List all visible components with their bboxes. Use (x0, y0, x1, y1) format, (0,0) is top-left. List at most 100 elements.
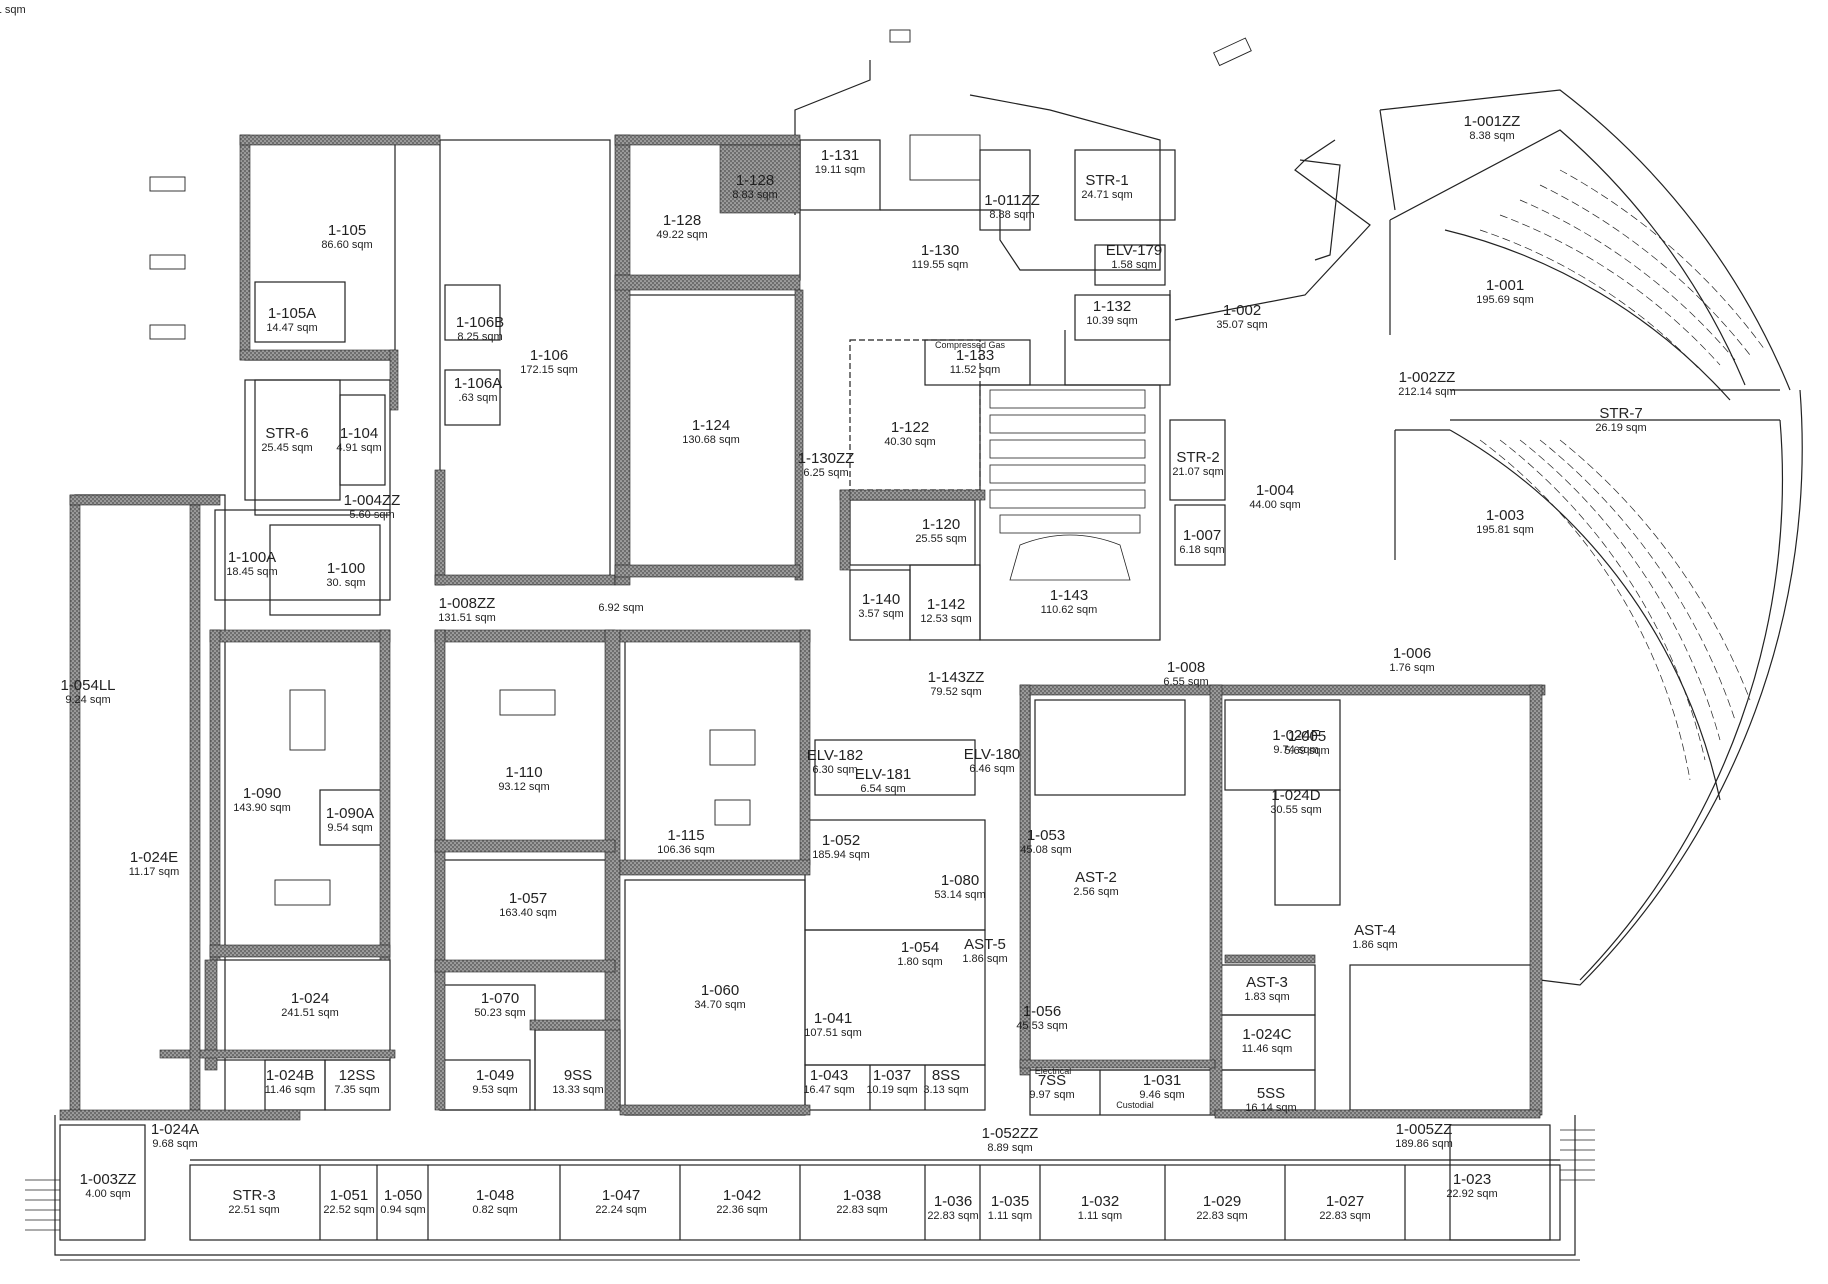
room-number: 1-140 (862, 591, 900, 608)
room-area: 34.70 sqm (694, 999, 745, 1011)
room-number: 1-047 (602, 1187, 640, 1204)
room-number: 1-105A (268, 305, 316, 322)
room-number: 12SS (339, 1067, 376, 1084)
room-number: 1-100A (228, 549, 276, 566)
room-number: 8SS (932, 1067, 960, 1084)
room-number: 1-053 (1027, 827, 1065, 844)
room-area: 0.94 sqm (380, 1204, 425, 1216)
room-number: 1-104 (340, 425, 378, 442)
room-area: 6.25 sqm (803, 467, 848, 479)
room-number: 1-132 (1093, 298, 1131, 315)
room-area: 8.25 sqm (457, 331, 502, 343)
room-number: ELV-180 (964, 746, 1020, 763)
room-area: 25.55 sqm (915, 533, 966, 545)
room-label: AST-51.86 sqm (962, 936, 1007, 965)
room-area: 6.54 sqm (860, 783, 905, 795)
room-area: 86.60 sqm (321, 239, 372, 251)
room-label: STR-322.51 sqm (228, 1187, 279, 1216)
room-area: 1.83 sqm (1244, 991, 1289, 1003)
room-area: 6.18 sqm (1179, 544, 1224, 556)
room-area: 172.15 sqm (520, 364, 577, 376)
room-area: 6.92 sqm (598, 602, 643, 614)
room-area: 241.51 sqm (281, 1007, 338, 1019)
room-number: 1-052 (822, 832, 860, 849)
room-area: 30. sqm (326, 577, 365, 589)
room-area: 9.74 sqm (1273, 744, 1318, 756)
room-number: 1-008 (1167, 659, 1205, 676)
room-area: 119.55 sqm (912, 259, 969, 271)
room-number: 1-049 (476, 1067, 514, 1084)
room-number: STR-1 (1085, 172, 1128, 189)
room-number: 1-024C (1242, 1026, 1291, 1043)
room-area: 2.56 sqm (1073, 886, 1118, 898)
room-number: 1-023 (1453, 1171, 1491, 1188)
room-number: STR-4 (0, 0, 22, 4)
room-number: 1-120 (922, 516, 960, 533)
room-area: 9.53 sqm (472, 1084, 517, 1096)
room-number: 1-128 (663, 212, 701, 229)
room-number: ELV-182 (807, 747, 863, 764)
room-area: 11.46 sqm (265, 1084, 316, 1096)
room-area: 8.83 sqm (732, 189, 777, 201)
room-area: 195.81 sqm (1476, 524, 1533, 536)
room-area: 45.53 sqm (1016, 1020, 1067, 1032)
room-area: 13.33 sqm (552, 1084, 603, 1096)
room-number: 1-131 (821, 147, 859, 164)
room-area: 5.60 sqm (349, 509, 394, 521)
room-area: 1.86 sqm (1352, 939, 1397, 951)
room-area: 22.51 sqm (228, 1204, 279, 1216)
room-area: 107.51 sqm (804, 1027, 861, 1039)
room-number: 1-054 (901, 939, 939, 956)
room-number: 1-142 (927, 596, 965, 613)
room-number: 1-133 (956, 347, 994, 364)
room-number: 1-005ZZ (1396, 1121, 1453, 1138)
room-number: 1-130 (921, 242, 959, 259)
custodial-note: Custodial (1116, 1100, 1154, 1110)
room-number: 1-024F (1272, 727, 1320, 744)
room-area: 131.51 sqm (438, 612, 495, 624)
room-number: 1-024 (291, 990, 329, 1007)
room-area: 9.54 sqm (327, 822, 372, 834)
room-number: 1-001ZZ (1464, 113, 1521, 130)
room-number: 7SS (1038, 1072, 1066, 1089)
room-number: 1-041 (814, 1010, 852, 1027)
room-area: 7.35 sqm (334, 1084, 379, 1096)
room-area: 9.24 sqm (65, 694, 110, 706)
room-area: 0.82 sqm (472, 1204, 517, 1216)
room-number: 9SS (564, 1067, 592, 1084)
room-area: 9.68 sqm (152, 1138, 197, 1150)
room-label: AST-22.56 sqm (1073, 869, 1118, 898)
room-number: 1-002ZZ (1399, 369, 1456, 386)
room-number: 1-060 (701, 982, 739, 999)
room-number: 1-004ZZ (344, 492, 401, 509)
room-number: 1-143ZZ (928, 669, 985, 686)
room-area: 8.89 sqm (987, 1142, 1032, 1154)
room-area: 11.17 sqm (129, 866, 180, 878)
